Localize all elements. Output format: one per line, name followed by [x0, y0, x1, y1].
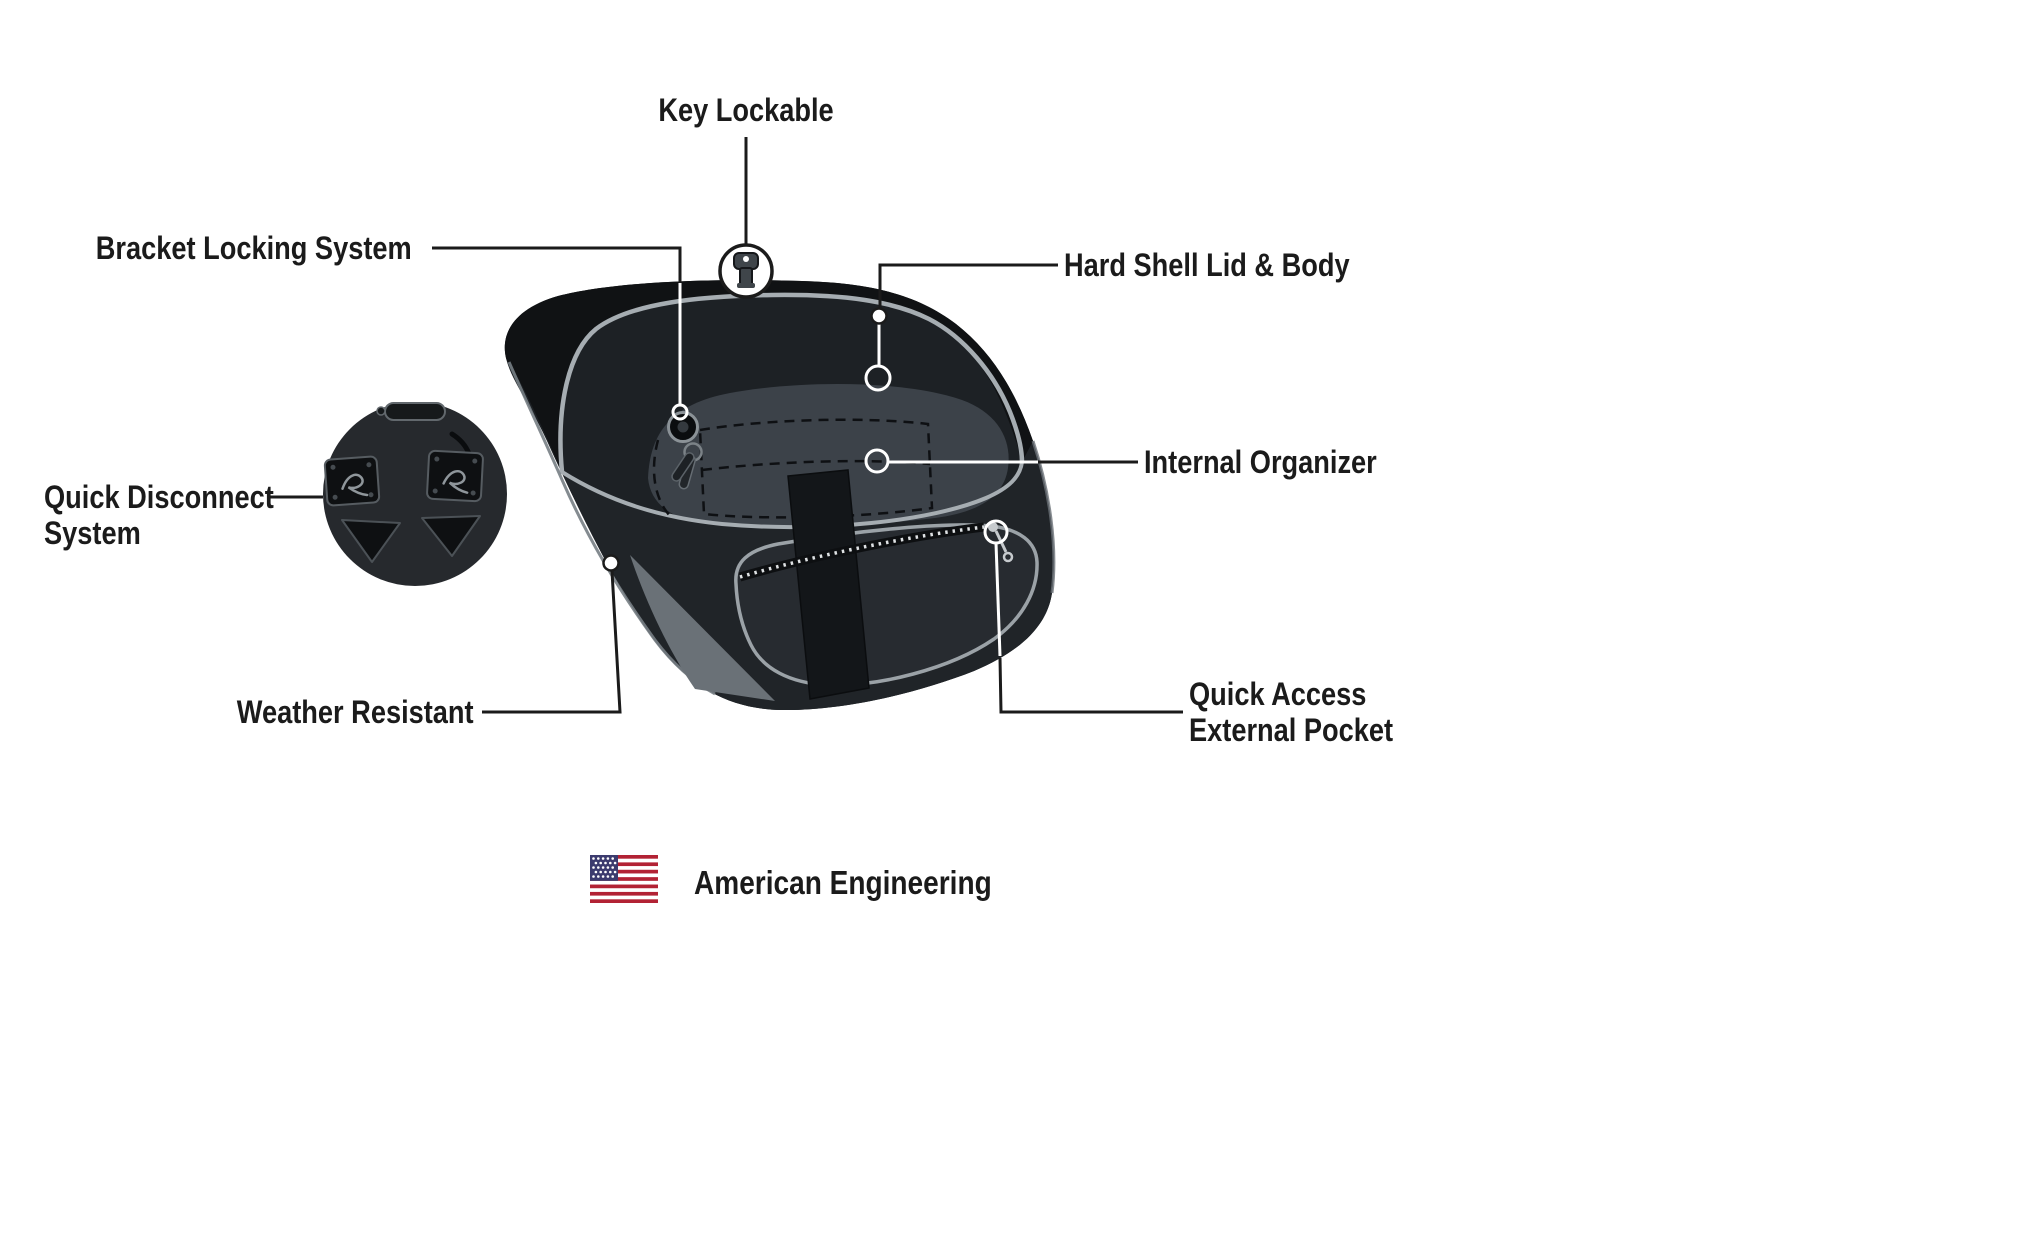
bag-lid-top [504, 280, 1034, 472]
label-quick-disconnect-line1: Quick Disconnect [44, 479, 274, 515]
organizer-dashed-lines [652, 418, 934, 519]
bag-lid-rim-line [558, 292, 1025, 475]
label-weather-resistant: Weather Resistant [237, 694, 474, 730]
key-lock [667, 411, 703, 490]
inset-damper-triangle [341, 519, 401, 563]
marker-internal-organizer [864, 448, 890, 474]
inset-handle [384, 402, 446, 421]
bag-highlight-wedge [630, 555, 775, 701]
quick-disconnect-inset [319, 398, 511, 590]
marker-hard-shell-lid [870, 307, 888, 325]
bag-right-edge-highlight [1031, 440, 1056, 594]
marker-weather-resistant [602, 554, 620, 572]
us-flag-icon [590, 855, 658, 903]
callout-line-quick-access-light [994, 542, 1002, 657]
label-internal-organizer: Internal Organizer [1144, 444, 1377, 480]
key-badge [718, 243, 774, 299]
key-icon [733, 252, 759, 288]
callout-lines [268, 137, 1183, 714]
label-quick-access-line2: External Pocket [1189, 712, 1394, 748]
callout-line-weather-resistant [482, 570, 622, 714]
callout-line-bracket-locking [432, 246, 682, 283]
bag-strap [787, 469, 870, 700]
saddlebag [504, 280, 1056, 711]
label-key-lockable: Key Lockable [658, 92, 834, 128]
label-quick-disconnect-line2: System [44, 515, 141, 551]
bag-left-edge-highlight [507, 361, 716, 696]
callout-line-quick-access [998, 657, 1183, 714]
label-bracket-locking-system: Bracket Locking System [96, 230, 412, 266]
marker-quick-access [983, 519, 1009, 545]
mounting-plate [323, 455, 381, 507]
mounting-plate [426, 449, 484, 503]
callout-line-hard-shell [878, 263, 1058, 309]
bag-organizer-panel [648, 383, 1009, 527]
label-american-engineering: American Engineering [694, 864, 992, 901]
label-quick-access-external-pocket: Quick Access External Pocket [1189, 676, 1393, 748]
label-hard-shell-lid-body: Hard Shell Lid & Body [1064, 247, 1350, 283]
label-quick-disconnect-system: Quick Disconnect System [44, 479, 274, 551]
label-quick-access-line1: Quick Access [1189, 676, 1367, 712]
marker-bracket-locking [671, 403, 689, 421]
marker-hard-shell-body [864, 364, 892, 392]
inset-damper-triangle [421, 515, 481, 557]
zipper [738, 522, 985, 582]
